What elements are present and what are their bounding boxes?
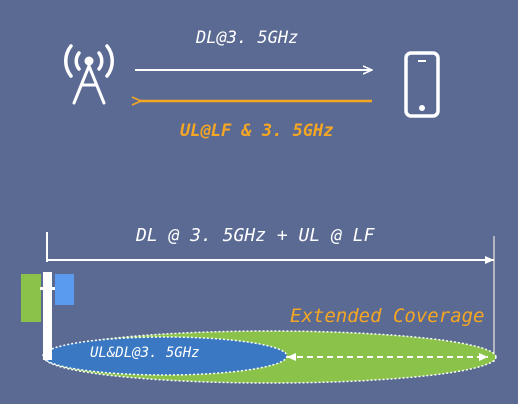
smartphone-icon [404, 51, 440, 118]
inner-coverage-label: UL&DL@3. 5GHz [90, 345, 200, 361]
coverage-span-label: DL @ 3. 5GHz + UL @ LF [136, 225, 375, 246]
extended-coverage-label: Extended Coverage [290, 305, 485, 327]
antenna-mast-icon [21, 272, 74, 360]
uplink-label: UL@LF & 3. 5GHz [180, 121, 334, 141]
radio-tower-icon [63, 44, 115, 105]
downlink-label: DL@3. 5GHz [196, 28, 299, 48]
